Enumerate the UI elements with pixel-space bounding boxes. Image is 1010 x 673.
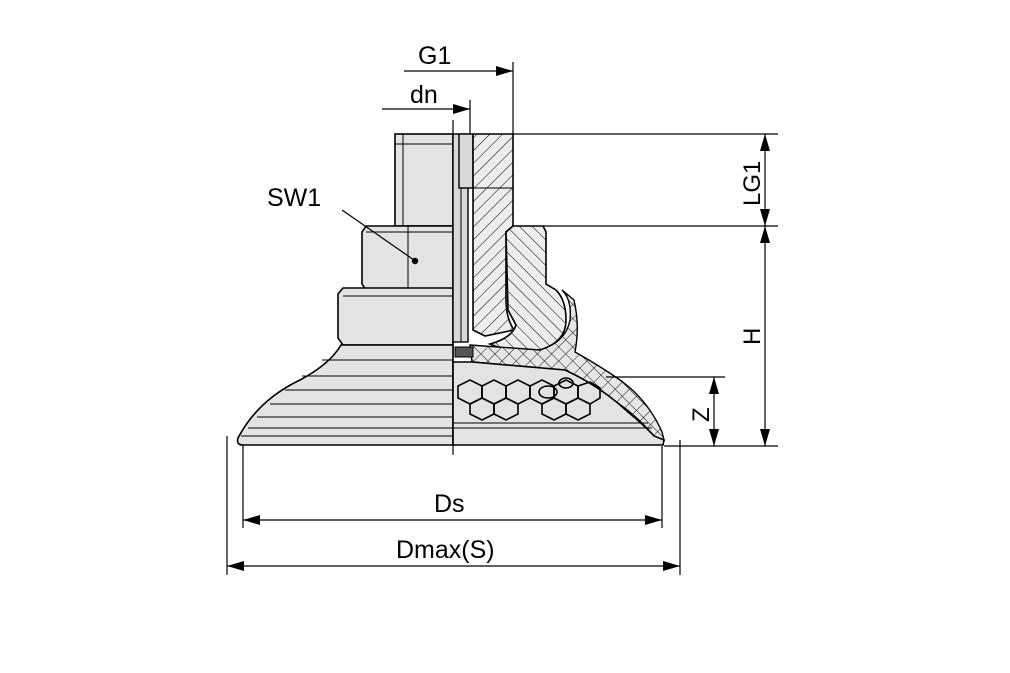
sw1-leader-line — [341, 209, 415, 261]
dmax-arrow-right-icon — [663, 561, 680, 571]
ds-label: Ds — [434, 490, 465, 518]
filter-insert — [454, 346, 474, 358]
ds-arrow-right-icon — [645, 515, 662, 525]
z-arrow-bottom-icon — [709, 429, 719, 446]
section-view-right — [452, 133, 666, 446]
ds-arrow-left-icon — [243, 515, 260, 525]
labels: G1 dn SW1 LG1 H Z Ds Dmax(S) — [267, 42, 766, 564]
thread-inner-bore — [458, 133, 474, 189]
cup-inner-face — [452, 361, 665, 446]
sw1-label: SW1 — [267, 184, 321, 212]
dn-arrow-icon — [453, 104, 470, 114]
cup-body-left — [236, 344, 454, 446]
lg1-arrow-top-icon — [760, 134, 770, 151]
dmax-arrow-left-icon — [227, 561, 244, 571]
thread-stem — [394, 133, 454, 227]
dmax-label: Dmax(S) — [396, 536, 495, 564]
honeycomb-support — [457, 377, 601, 421]
h-arrow-top-icon — [760, 226, 770, 243]
z-label: Z — [688, 407, 715, 422]
cup-surface-lines — [241, 359, 453, 437]
z-arrow-top-icon — [709, 377, 719, 394]
h-arrow-bottom-icon — [760, 429, 770, 446]
g1-label: G1 — [418, 42, 451, 70]
dimensions — [226, 62, 778, 575]
lg1-label: LG1 — [739, 161, 766, 206]
exterior-view-left — [236, 133, 454, 446]
h-label: H — [739, 328, 766, 345]
lg1-arrow-bottom-icon — [760, 209, 770, 226]
dn-label: dn — [410, 81, 438, 109]
g1-arrow-icon — [496, 66, 513, 76]
collar — [337, 287, 454, 346]
